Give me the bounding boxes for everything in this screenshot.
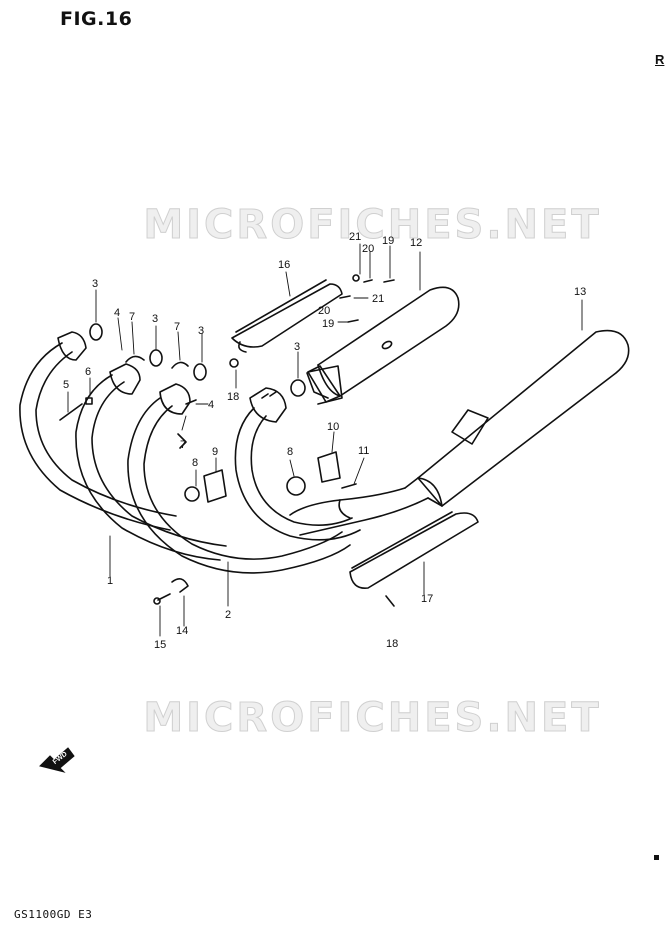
- exhaust-pipe-2: [75, 363, 227, 561]
- exhaust-pipe-3: [127, 383, 351, 574]
- heat-shield-lower: [349, 511, 479, 589]
- part-label-3: 3: [294, 341, 300, 353]
- part-label-19: 19: [322, 318, 334, 330]
- leader-lines: [67, 243, 583, 637]
- part-label-11: 11: [358, 445, 369, 457]
- part-label-12: 12: [410, 237, 422, 249]
- figure-title: FIG.16: [60, 8, 133, 30]
- part-label-20: 20: [318, 305, 330, 317]
- part-label-4: 4: [208, 399, 214, 411]
- muffler-right-lower: [289, 329, 630, 536]
- muffler-right-upper: [306, 286, 460, 403]
- part-label-10: 10: [327, 421, 339, 433]
- watermark-top: MICROFICHES.NET: [143, 202, 602, 249]
- hardware-parts: [59, 274, 395, 607]
- part-label-4: 4: [114, 307, 120, 319]
- model-code: GS1100GD E3: [14, 908, 93, 921]
- edge-mark: [654, 855, 659, 860]
- part-label-19: 19: [382, 235, 394, 247]
- part-label-8: 8: [192, 457, 198, 469]
- part-label-2: 2: [225, 609, 231, 621]
- part-label-21: 21: [349, 231, 361, 243]
- part-label-15: 15: [154, 639, 166, 651]
- part-label-3: 3: [92, 278, 98, 290]
- watermark-bottom: MICROFICHES.NET: [143, 695, 602, 742]
- part-label-5: 5: [63, 379, 69, 391]
- part-label-16: 16: [278, 259, 290, 271]
- part-number-labels: 1 2 3 3 3 3 4 4 5 6 7 7 7 8 8 9 10 11 12…: [63, 231, 586, 651]
- part-label-6: 6: [85, 366, 91, 378]
- part-label-1: 1: [107, 575, 113, 587]
- part-label-18: 18: [386, 638, 398, 650]
- part-label-7: 7: [180, 439, 186, 451]
- part-label-14: 14: [176, 625, 188, 637]
- part-label-9: 9: [212, 446, 218, 458]
- part-label-18: 18: [227, 391, 239, 403]
- part-label-3: 3: [198, 325, 204, 337]
- part-label-13: 13: [574, 286, 586, 298]
- exhaust-pipe-4: [234, 387, 361, 541]
- part-label-8: 8: [287, 446, 293, 458]
- exhaust-pipe-1: [19, 331, 177, 531]
- part-label-20: 20: [362, 243, 374, 255]
- heat-shield-upper: [231, 279, 343, 353]
- part-label-7: 7: [129, 311, 135, 323]
- part-label-3: 3: [152, 313, 158, 325]
- forward-arrow-icon: FWD: [39, 747, 75, 773]
- corner-mark: R: [655, 52, 665, 67]
- part-label-7: 7: [174, 321, 180, 333]
- part-label-21: 21: [372, 293, 384, 305]
- part-label-17: 17: [421, 593, 433, 605]
